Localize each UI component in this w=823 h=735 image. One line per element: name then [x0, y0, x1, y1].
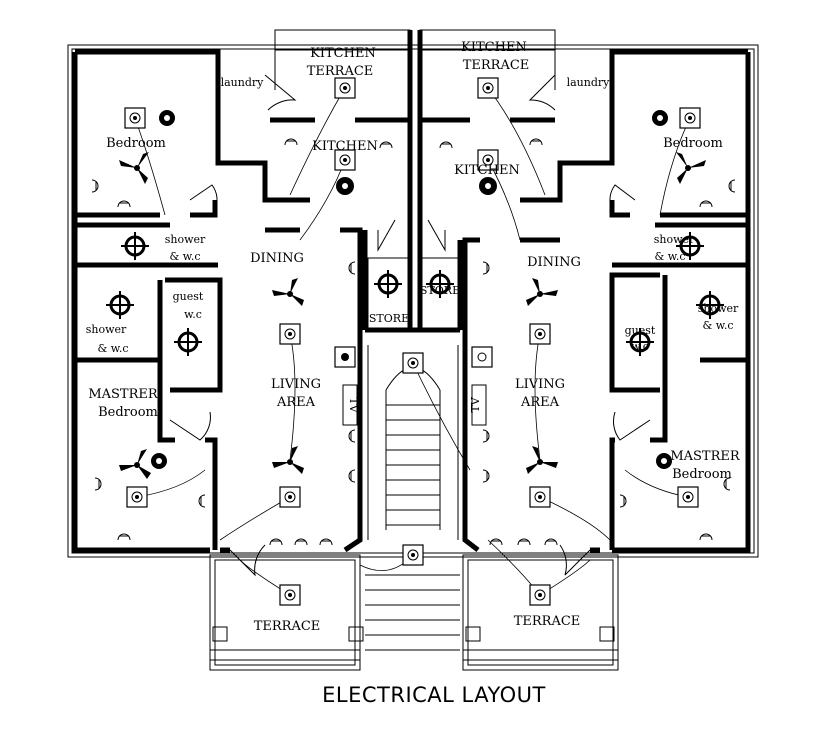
right-unit-walls: [417, 30, 751, 553]
left-unit-walls: [72, 30, 460, 553]
ceiling-fan-icon: [119, 152, 706, 479]
right-labels: KITCHEN TERRACE KITCHEN laundry Bedroom …: [420, 40, 741, 629]
left-master-label-2: Bedroom: [98, 405, 158, 420]
right-terrace-label: TERRACE: [514, 614, 581, 629]
store-partitions: [367, 257, 461, 331]
left-guest-wc-label-2: w.c: [184, 308, 202, 321]
right-living-label-2: AREA: [520, 395, 560, 410]
left-kitchen-terrace-label-1: KITCHEN: [310, 46, 376, 61]
left-guest-wc-label-1: guest: [173, 290, 204, 303]
right-shower-wc-label-2: & w.c: [654, 250, 685, 263]
left-tv-label: TV: [347, 397, 360, 413]
right-kitchen-terrace-label-2: TERRACE: [463, 58, 530, 73]
right-living-label-1: LIVING: [515, 377, 565, 392]
right-bedroom-label: Bedroom: [663, 136, 723, 151]
left-shower2-label-2: & w.c: [97, 342, 128, 355]
right-laundry-label: laundry: [567, 76, 611, 89]
left-dining-label: DINING: [250, 251, 304, 266]
left-living-label-2: AREA: [276, 395, 316, 410]
exhaust-fan-icon: [106, 232, 724, 356]
right-guest-wc-label-2: w.c: [631, 340, 649, 353]
socket-icon: [91, 138, 736, 546]
kitchen-terrace-frames: [274, 29, 556, 90]
right-kitchen-label: KITCHEN: [454, 163, 520, 178]
tv-units: [342, 384, 487, 426]
left-shower2-label-1: shower: [86, 323, 127, 336]
round-light-icon: [151, 110, 672, 469]
ceiling-light-icon: [124, 77, 701, 606]
right-master-label-2: Bedroom: [672, 467, 732, 482]
right-store-label: STORE: [420, 284, 460, 297]
right-shower2-label-1: shower: [698, 302, 739, 315]
front-terraces: [209, 554, 619, 671]
doors: [169, 74, 651, 577]
right-tv-label: TV: [469, 396, 482, 412]
left-labels: KITCHEN TERRACE KITCHEN laundry Bedroom …: [86, 46, 409, 634]
left-bedroom-label: Bedroom: [106, 136, 166, 151]
right-master-label-1: MASTRER: [670, 449, 741, 464]
right-dining-label: DINING: [527, 255, 581, 270]
left-terrace-label: TERRACE: [254, 619, 321, 634]
left-kitchen-label: KITCHEN: [312, 139, 378, 154]
left-shower-wc-label-1: shower: [165, 233, 206, 246]
right-shower2-label-2: & w.c: [702, 319, 733, 332]
page-title: ELECTRICAL LAYOUT: [322, 683, 546, 707]
left-kitchen-terrace-label-2: TERRACE: [307, 64, 374, 79]
left-laundry-label: laundry: [221, 76, 265, 89]
right-guest-wc-label-1: guest: [625, 324, 656, 337]
right-kitchen-terrace-label-1: KITCHEN: [461, 40, 527, 55]
left-shower-wc-label-2: & w.c: [169, 250, 200, 263]
left-master-label-1: MASTRER: [88, 387, 159, 402]
staircase: [365, 345, 460, 651]
left-store-label: STORE: [369, 312, 409, 325]
left-living-label-1: LIVING: [271, 377, 321, 392]
right-shower-wc-label-1: shower: [654, 233, 695, 246]
